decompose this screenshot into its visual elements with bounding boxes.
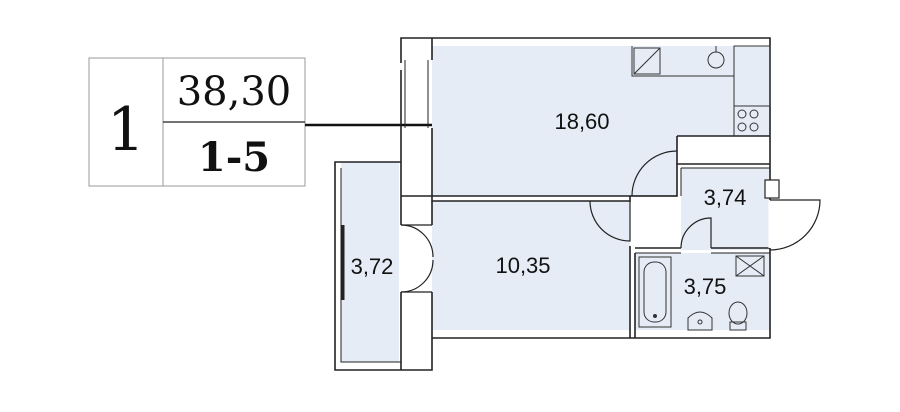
balcony-door-leaf-bottom [400,259,434,293]
stove-burner-icon [749,122,759,132]
partition-living-bedroom [401,195,631,202]
bedroom-floor [432,201,630,330]
floors-range: 1-5 [198,134,270,181]
ventilation-diagonal [735,255,765,277]
balcony-door-leaf-top [400,224,434,258]
balcony-area: 3,72 [351,254,394,279]
bedroom-door [589,200,631,242]
washbasin-drain [697,319,703,325]
kitchen-appliance-diagonal [633,47,661,75]
kitchen-appliance [633,47,661,75]
living-door [631,150,678,197]
fixtures [631,45,771,331]
stove-burner-icon [737,109,747,119]
bathroom-floor [635,253,770,330]
bathtub-drain [653,314,657,318]
toilet-icon [728,301,748,325]
bathtub-icon [638,256,672,328]
apartment-info-card: 1 38,30 1-5 [88,57,306,187]
stove-cabinet [733,45,771,107]
walls [334,37,780,371]
entrance-panel [764,179,780,199]
toilet-tank [729,321,747,331]
room-fills [341,46,770,362]
total-area: 38,30 [177,69,292,115]
outer-wall [400,37,771,339]
bathroom-area: 3,75 [684,274,727,299]
living-room-area: 18,60 [554,109,609,134]
washbasin-icon [687,311,713,331]
doors [400,150,821,293]
hallway-area: 3,74 [704,185,747,210]
bedroom-area: 10,35 [495,253,550,278]
bathtub-basin [643,261,667,323]
stove-burner-icon [737,122,747,132]
balcony-rail [340,168,401,363]
hallway-floor [681,168,770,250]
entrance-door [769,199,821,251]
living-room-floor [432,46,770,196]
balcony-floor [341,162,399,362]
balcony-wall [334,161,433,371]
room-labels: 18,60 10,35 3,72 3,74 3,75 [351,109,747,299]
bathroom-door [680,217,712,249]
rooms-count: 1 [107,95,145,165]
hallway-top-wall [676,136,770,165]
stove-burner-icon [749,109,759,119]
ventilation-shaft [735,255,765,277]
